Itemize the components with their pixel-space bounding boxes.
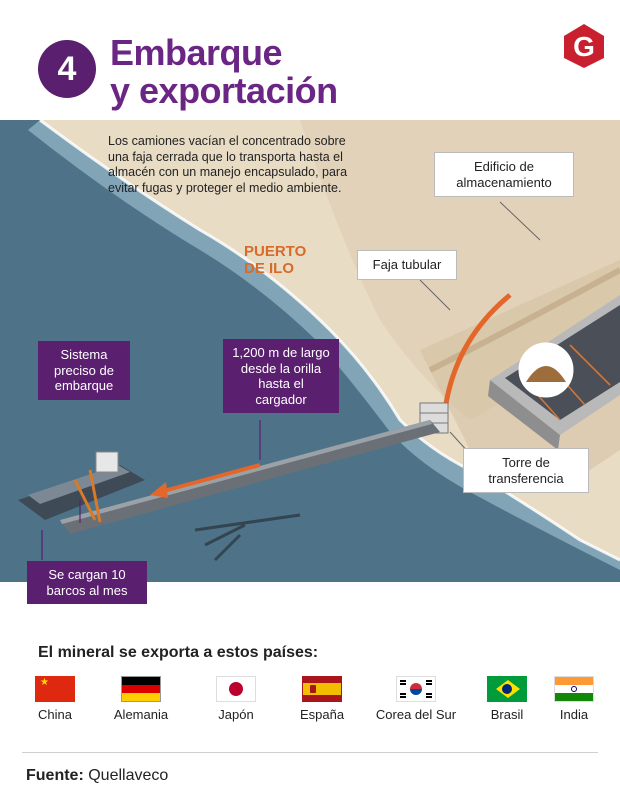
title-line-1: Embarque — [110, 32, 283, 73]
china-flag-icon: ★ — [35, 676, 75, 702]
country-china: ★ China — [10, 676, 100, 722]
footer-divider — [22, 752, 598, 753]
callout-loading-system: Sistema preciso de embarque — [38, 341, 130, 400]
south-korea-flag-icon — [396, 676, 436, 702]
country-japan: Japón — [191, 676, 281, 722]
country-name: Japón — [218, 707, 254, 722]
step-number-badge: 4 — [38, 40, 96, 98]
spain-flag-icon — [302, 676, 342, 702]
title-line-2: y exportación — [110, 70, 338, 111]
japan-flag-icon — [216, 676, 256, 702]
country-name: Alemania — [113, 707, 169, 722]
country-brazil: Brasil — [462, 676, 552, 722]
callout-tubular-belt: Faja tubular — [357, 250, 457, 280]
brazil-flag-icon — [487, 676, 527, 702]
source-label: Fuente: — [26, 767, 84, 784]
callout-pier-length: 1,200 m de largo desde la orilla hasta e… — [223, 339, 339, 413]
country-germany: Alemania — [96, 676, 186, 722]
port-label: PUERTO DE ILO — [244, 243, 306, 277]
country-name: India — [559, 707, 589, 722]
logo-letter: G — [573, 31, 595, 62]
header: 4 Embarque y exportación G — [0, 0, 620, 120]
callout-transfer-tower: Torre de transferencia — [463, 448, 589, 493]
brand-logo-icon: G — [564, 24, 604, 68]
country-name: España — [299, 707, 345, 722]
country-name: Brasil — [490, 707, 524, 722]
country-name: China — [38, 707, 72, 722]
page-title: Embarque y exportación — [110, 34, 338, 110]
source-name: Quellaveco — [88, 767, 169, 784]
callout-storage-building: Edificio de almacenamiento — [434, 152, 574, 197]
country-south-korea: Corea del Sur — [371, 676, 461, 722]
country-name: Corea del Sur — [375, 707, 457, 722]
india-flag-icon — [554, 676, 594, 702]
port-label-line-2: DE ILO — [244, 260, 295, 277]
port-label-line-1: PUERTO — [244, 243, 307, 260]
country-spain: España — [277, 676, 367, 722]
source-credit: Fuente: Quellaveco — [26, 767, 168, 785]
callout-ships-per-month: Se cargan 10 barcos al mes — [27, 561, 147, 604]
germany-flag-icon — [121, 676, 161, 702]
country-india: India — [529, 676, 619, 722]
countries-title: El mineral se exporta a estos países: — [38, 644, 319, 661]
process-description: Los camiones vacían el concentrado sobre… — [108, 134, 348, 195]
